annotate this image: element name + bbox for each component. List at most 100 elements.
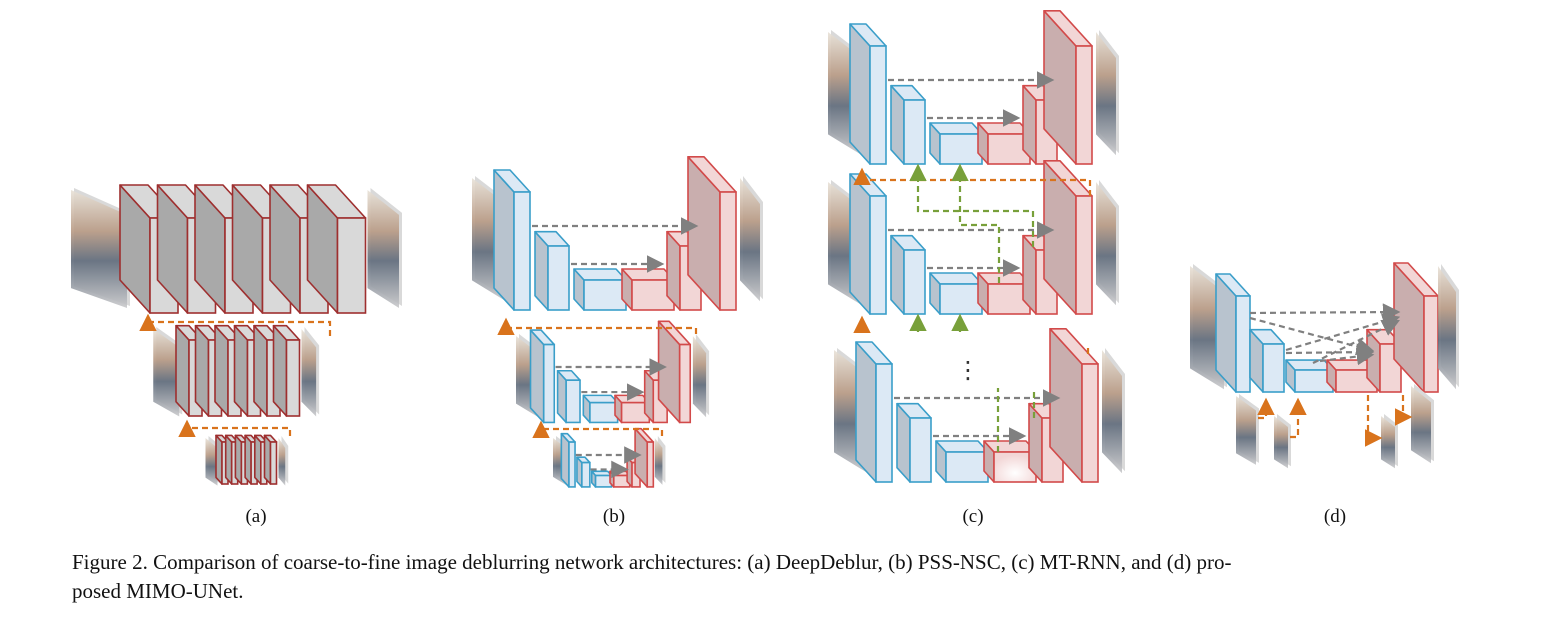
image-front-layer — [1411, 386, 1431, 464]
block-front — [869, 195, 887, 315]
panel-d-label: (d) — [1323, 506, 1347, 527]
panel-a-deepdeblur — [71, 184, 402, 486]
block-side — [244, 434, 252, 485]
block-front — [583, 279, 627, 311]
scale-connection-arrow — [139, 313, 332, 336]
block-front — [939, 283, 983, 315]
image-front-layer — [692, 336, 707, 418]
block-front — [542, 343, 556, 424]
conv-block — [263, 434, 278, 485]
encoder-block-1 — [849, 23, 887, 165]
scale-connection-arrow — [178, 419, 292, 438]
block-front — [513, 191, 531, 311]
encoder-block-1 — [493, 169, 531, 311]
image-front-layer — [301, 329, 317, 417]
multi-output-arrow — [1394, 395, 1413, 426]
scale-connection-arrow — [497, 317, 698, 336]
encoder-block-1 — [560, 432, 576, 488]
image-front-layer — [153, 329, 180, 417]
scale-3-unet — [553, 427, 666, 488]
output-image — [740, 176, 763, 302]
image-front-layer — [1096, 32, 1116, 156]
iteration-1-unet — [828, 10, 1119, 165]
output-image — [692, 334, 710, 418]
panel-c-label: (c) — [962, 506, 984, 527]
decoder-block-3 — [1043, 10, 1093, 165]
encoder-block-2 — [1249, 328, 1285, 393]
block-front — [869, 45, 887, 165]
block-top — [929, 122, 983, 135]
iteration-n-unet — [834, 327, 1125, 483]
block-front — [678, 343, 692, 424]
image-front-layer — [1438, 266, 1456, 390]
block-front — [336, 217, 367, 314]
block-front — [269, 441, 278, 485]
output-image — [1096, 30, 1119, 156]
cross-scale-skip-arrow — [1249, 303, 1401, 321]
encoder-block-3 — [929, 122, 983, 165]
block-front — [903, 249, 926, 315]
encoder-block-1 — [1215, 273, 1251, 393]
block-front — [565, 379, 581, 424]
scale-2-unet — [516, 320, 710, 424]
block-side — [849, 23, 871, 165]
image-front-layer — [367, 190, 399, 308]
image-front-layer — [740, 178, 760, 302]
block-front — [646, 441, 655, 488]
caption-line-2: posed MIMO-UNet. — [72, 579, 244, 603]
output-image — [278, 436, 289, 486]
block-front — [1423, 295, 1439, 393]
block-top — [935, 440, 989, 453]
panel-b-pss-nsc — [472, 156, 763, 488]
encoder-block-2 — [896, 402, 932, 483]
encoder-block-1 — [529, 329, 556, 424]
block-front — [1075, 195, 1093, 315]
panel-a-label: (a) — [245, 506, 267, 527]
block-side — [215, 434, 223, 485]
encoder-block-3 — [582, 394, 619, 424]
block-front — [939, 133, 983, 165]
block-front — [945, 451, 989, 483]
image-front-layer — [278, 438, 286, 486]
block-side — [175, 324, 190, 417]
image-front-layer — [654, 438, 663, 485]
image-front-layer — [1274, 416, 1288, 469]
image-front-layer — [1381, 416, 1395, 469]
block-top — [1285, 359, 1334, 371]
image-front-layer — [71, 190, 127, 308]
encoder-block-2 — [534, 230, 570, 311]
ellipsis-vertical: ⋮ — [956, 356, 980, 384]
block-front — [568, 441, 576, 488]
feature-recurrence-arrow — [951, 163, 1001, 283]
output-image-scale-3 — [1381, 414, 1398, 469]
feature-recurrence-arrow — [909, 163, 1035, 247]
decoder-block-3 — [1043, 160, 1093, 315]
conv-block — [306, 184, 367, 314]
encoder-block-3 — [929, 272, 983, 315]
iteration-2-unet — [828, 160, 1119, 315]
block-side — [272, 324, 288, 417]
panel-b-label: (b) — [602, 506, 626, 527]
block-front — [875, 363, 893, 483]
image-front-layer — [1102, 350, 1122, 474]
output-image — [301, 327, 320, 417]
cross-scale-skip-arrow — [1285, 313, 1401, 352]
encoder-block-3 — [573, 268, 627, 311]
input-image — [71, 188, 130, 308]
input-image-scale-3 — [1274, 414, 1291, 469]
block-front — [719, 191, 737, 311]
block-side — [194, 324, 210, 417]
encoder-block-2 — [890, 234, 926, 315]
multi-input-arrow — [1289, 397, 1307, 439]
block-front — [1262, 343, 1285, 393]
output-image — [1096, 180, 1119, 306]
scale-3 — [205, 434, 289, 486]
figure-caption: Figure 2. Comparison of coarse-to-fine i… — [72, 548, 1492, 606]
cross-scale-skip-arrow — [1319, 347, 1375, 366]
cross-scale-skip-arrow — [1312, 319, 1400, 364]
panel-d-mimo-unet — [1190, 262, 1459, 469]
encoder-block-1 — [855, 341, 893, 483]
output-image — [654, 436, 666, 485]
block-front — [285, 339, 301, 417]
